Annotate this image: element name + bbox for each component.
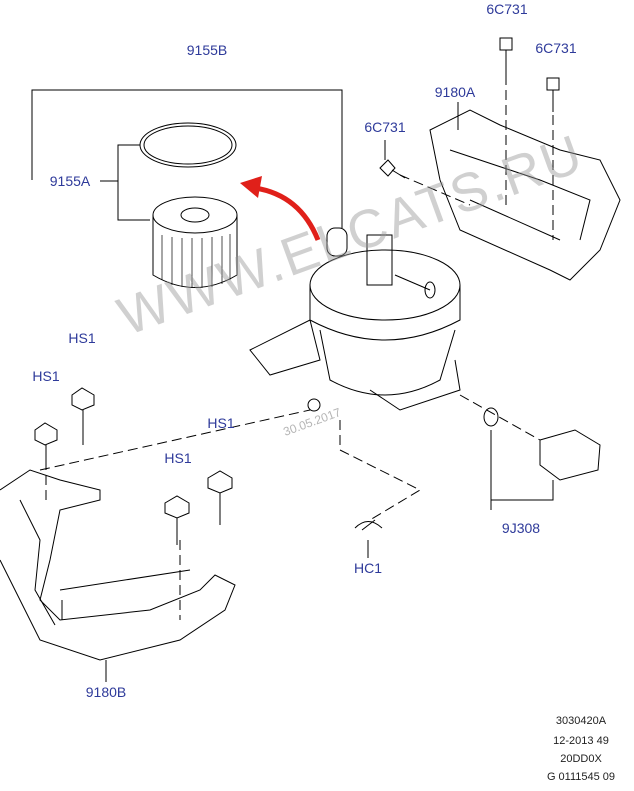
reference-line-3: 20DD0X bbox=[560, 753, 602, 765]
sensor-9J308-drawing bbox=[483, 407, 601, 481]
callout-HS1-3[interactable]: HS1 bbox=[207, 415, 235, 431]
reference-line-1: 3030420A bbox=[555, 715, 607, 727]
callout-9155A[interactable]: 9155A bbox=[49, 173, 91, 189]
reference-line-4: G 0111545 09 bbox=[546, 771, 616, 783]
callout-HC1[interactable]: HC1 bbox=[353, 560, 383, 576]
callout-9J308[interactable]: 9J308 bbox=[501, 520, 541, 536]
callout-9155B[interactable]: 9155B bbox=[186, 42, 228, 58]
callout-HS1-1[interactable]: HS1 bbox=[68, 330, 96, 346]
bolts-6C731-drawing bbox=[379, 37, 560, 179]
callout-6C731-left[interactable]: 6C731 bbox=[364, 119, 406, 135]
callout-HS1-4[interactable]: HS1 bbox=[164, 450, 192, 466]
clip-HC1-drawing bbox=[354, 519, 383, 531]
callout-HS1-2[interactable]: HS1 bbox=[32, 368, 60, 384]
fuel-filter-housing-drawing bbox=[249, 227, 461, 412]
bolts-HS1-drawing bbox=[34, 387, 233, 545]
callout-6C731-top[interactable]: 6C731 bbox=[486, 1, 528, 17]
callout-9180A[interactable]: 9180A bbox=[434, 84, 476, 100]
filter-element-drawing bbox=[139, 122, 238, 288]
red-arrow bbox=[254, 185, 321, 241]
callout-6C731-right[interactable]: 6C731 bbox=[535, 40, 577, 56]
bracket-9180A-drawing bbox=[429, 109, 621, 281]
leader-lines bbox=[31, 89, 554, 682]
callout-9180B[interactable]: 9180B bbox=[85, 684, 127, 700]
dashed-assembly-lines bbox=[39, 60, 554, 620]
bracket-9180B-drawing bbox=[0, 469, 236, 661]
reference-line-2: 12-2013 49 bbox=[553, 735, 609, 747]
